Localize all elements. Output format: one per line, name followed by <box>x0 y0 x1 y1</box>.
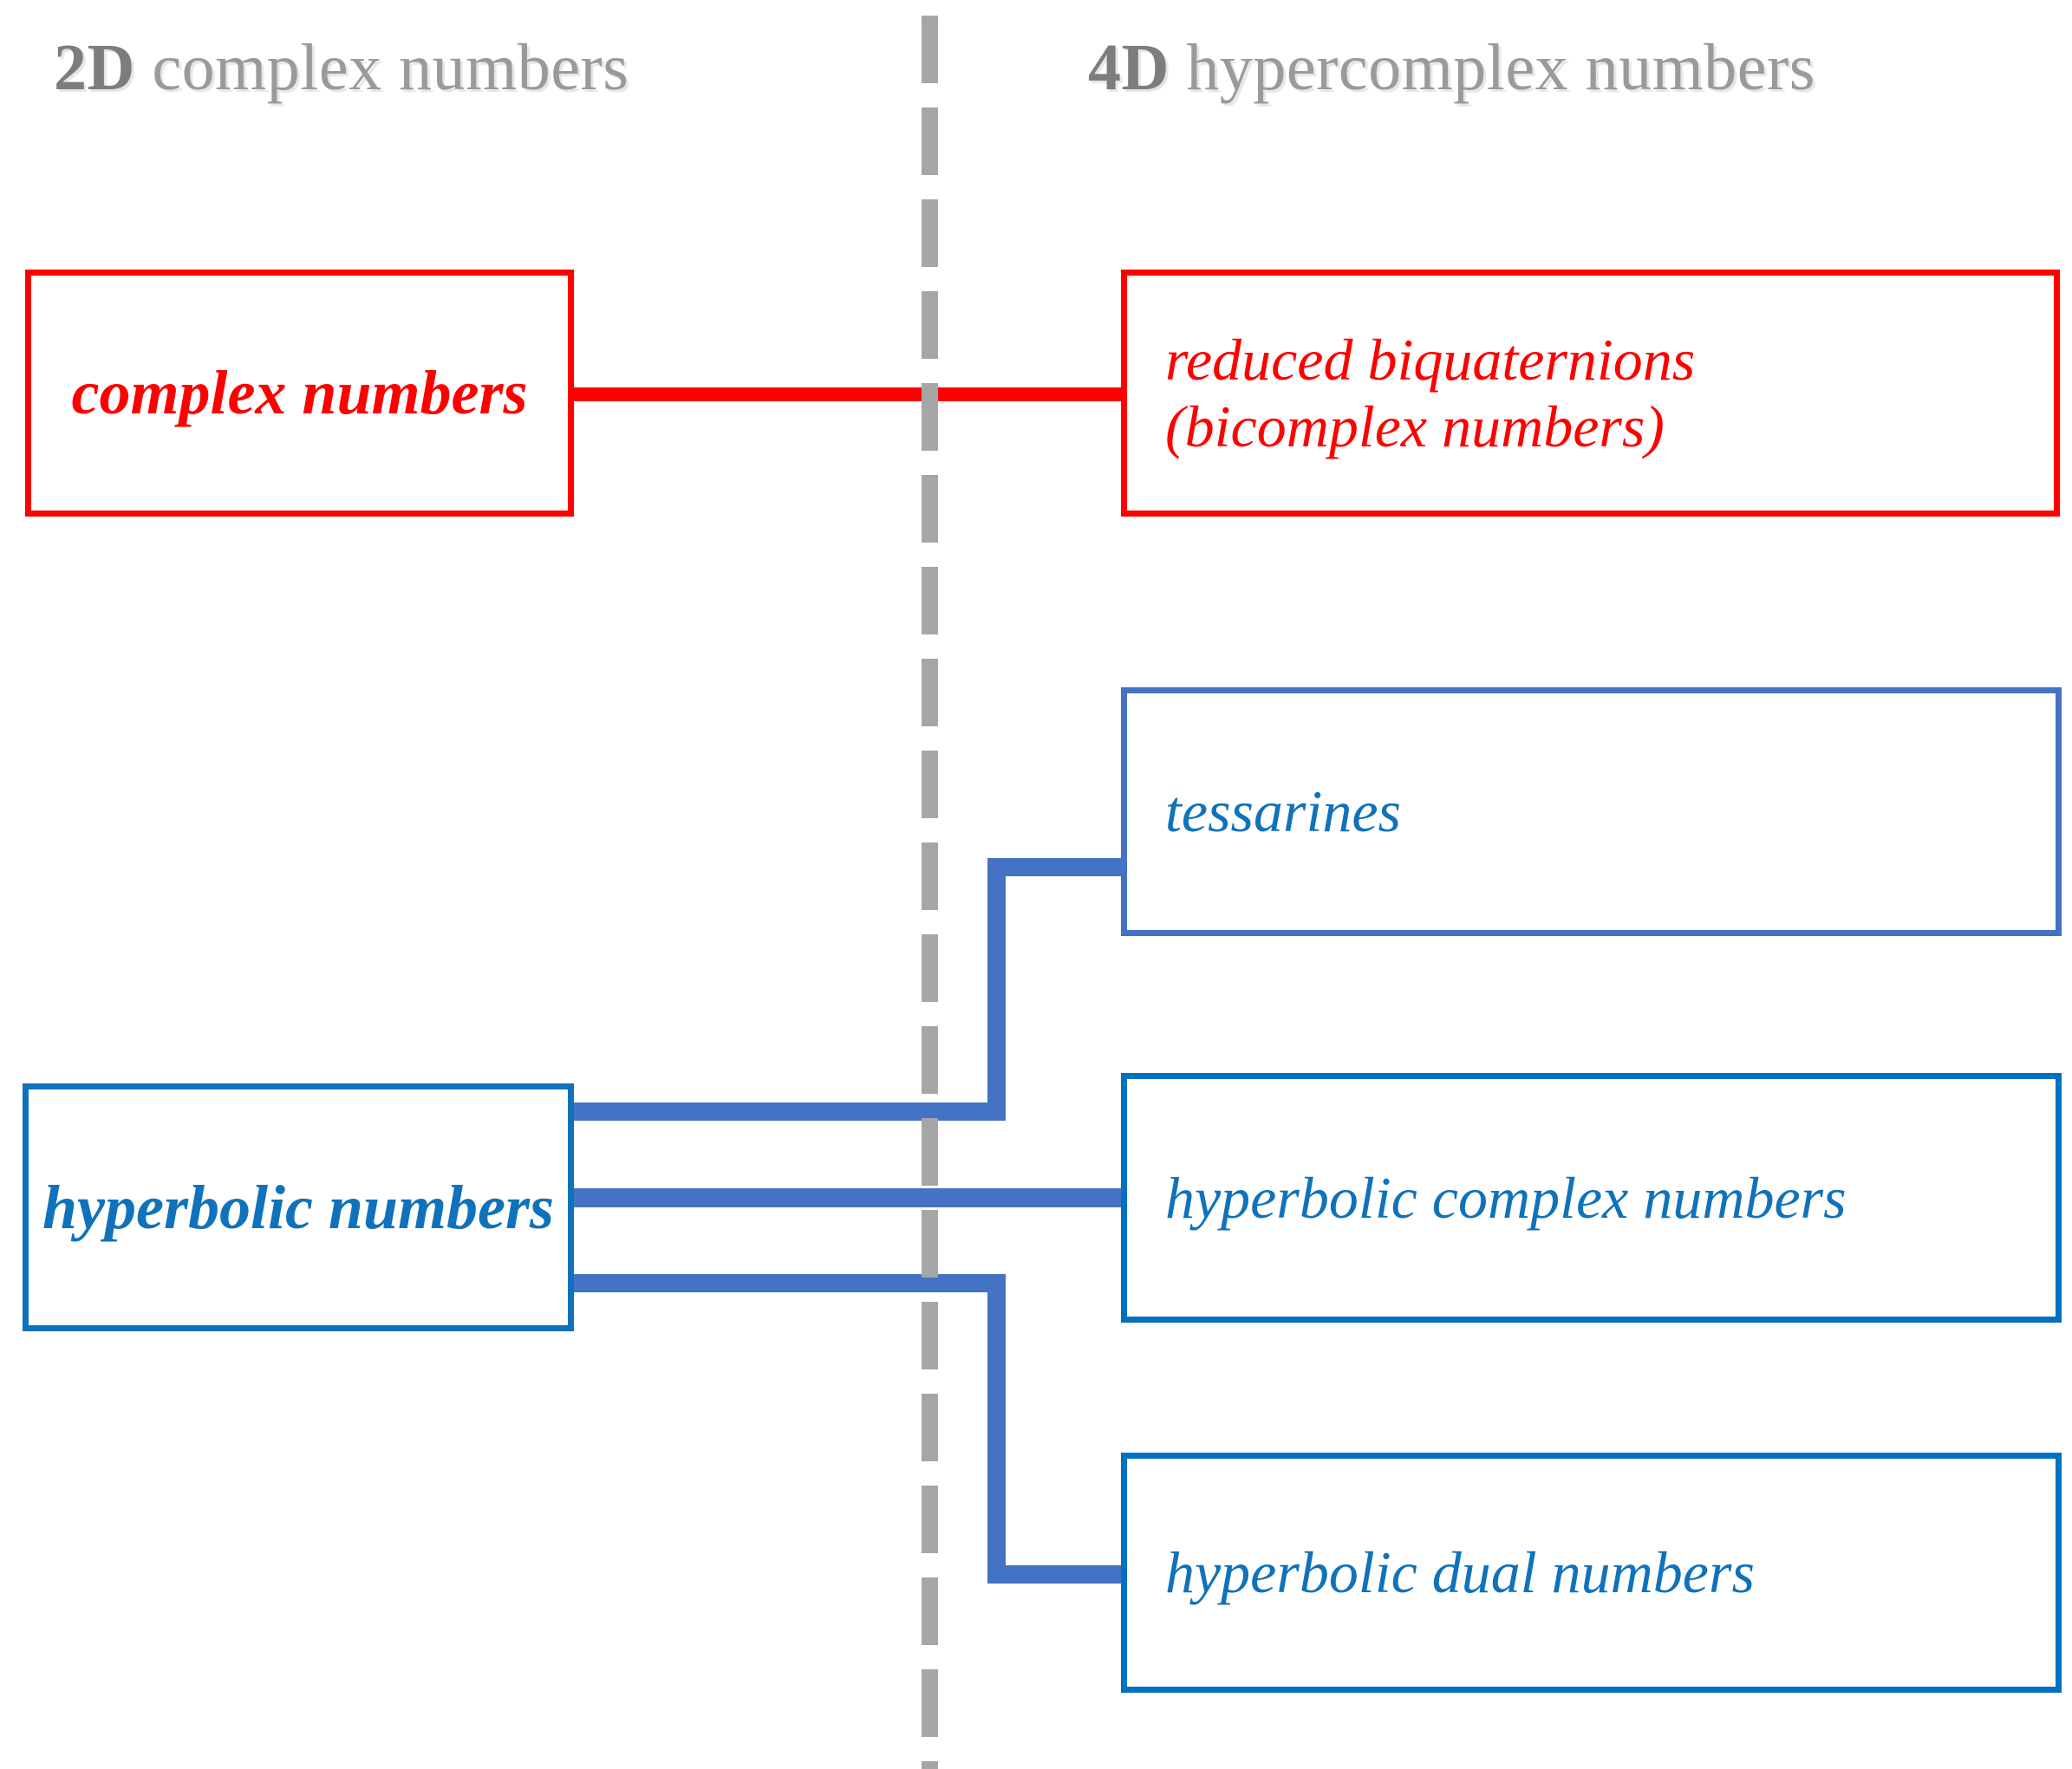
node-reduced-biquaternions-label: reduced biquaternions (bicomplex numbers… <box>1165 327 1696 459</box>
node-complex-numbers-label: complex numbers <box>71 358 528 428</box>
connector-complex-to-reduced-biquaternions <box>569 387 1127 401</box>
connector-hyperbolic-to-hyperbolic-dual-segment-horizontal-1 <box>569 1274 1006 1292</box>
column-header-2d-text: complex numbers <box>134 31 629 104</box>
connector-hyperbolic-to-tessarines-segment-vertical <box>987 858 1006 1120</box>
column-header-4d: 4D hypercomplex numbers <box>1088 35 1815 101</box>
vertical-dashed-divider <box>922 0 938 1769</box>
node-hyperbolic-dual-numbers-label: hyperbolic dual numbers <box>1165 1539 1755 1606</box>
column-header-2d: 2D complex numbers <box>54 35 629 101</box>
column-header-2d-dim: 2D <box>54 31 135 104</box>
connector-hyperbolic-to-hyperbolic-complex <box>569 1188 1139 1207</box>
node-hyperbolic-complex-numbers[interactable]: hyperbolic complex numbers <box>1121 1073 2062 1323</box>
column-header-4d-dim: 4D <box>1088 31 1170 104</box>
node-hyperbolic-numbers[interactable]: hyperbolic numbers <box>23 1083 574 1331</box>
connector-hyperbolic-to-tessarines-segment-horizontal-1 <box>569 1102 1006 1121</box>
node-hyperbolic-dual-numbers[interactable]: hyperbolic dual numbers <box>1121 1453 2062 1693</box>
node-hyperbolic-numbers-label: hyperbolic numbers <box>42 1172 555 1242</box>
connector-hyperbolic-to-hyperbolic-dual-segment-horizontal-2 <box>987 1565 1139 1584</box>
node-tessarines[interactable]: tessarines <box>1121 687 2062 936</box>
connector-hyperbolic-to-tessarines-segment-horizontal-2 <box>987 858 1139 876</box>
column-header-4d-text: hypercomplex numbers <box>1169 31 1815 104</box>
node-complex-numbers[interactable]: complex numbers <box>25 270 574 517</box>
node-hyperbolic-complex-numbers-label: hyperbolic complex numbers <box>1165 1164 1847 1231</box>
node-reduced-biquaternions[interactable]: reduced biquaternions (bicomplex numbers… <box>1121 270 2060 517</box>
node-tessarines-label: tessarines <box>1165 778 1401 845</box>
connector-hyperbolic-to-hyperbolic-dual-segment-vertical <box>987 1274 1006 1584</box>
